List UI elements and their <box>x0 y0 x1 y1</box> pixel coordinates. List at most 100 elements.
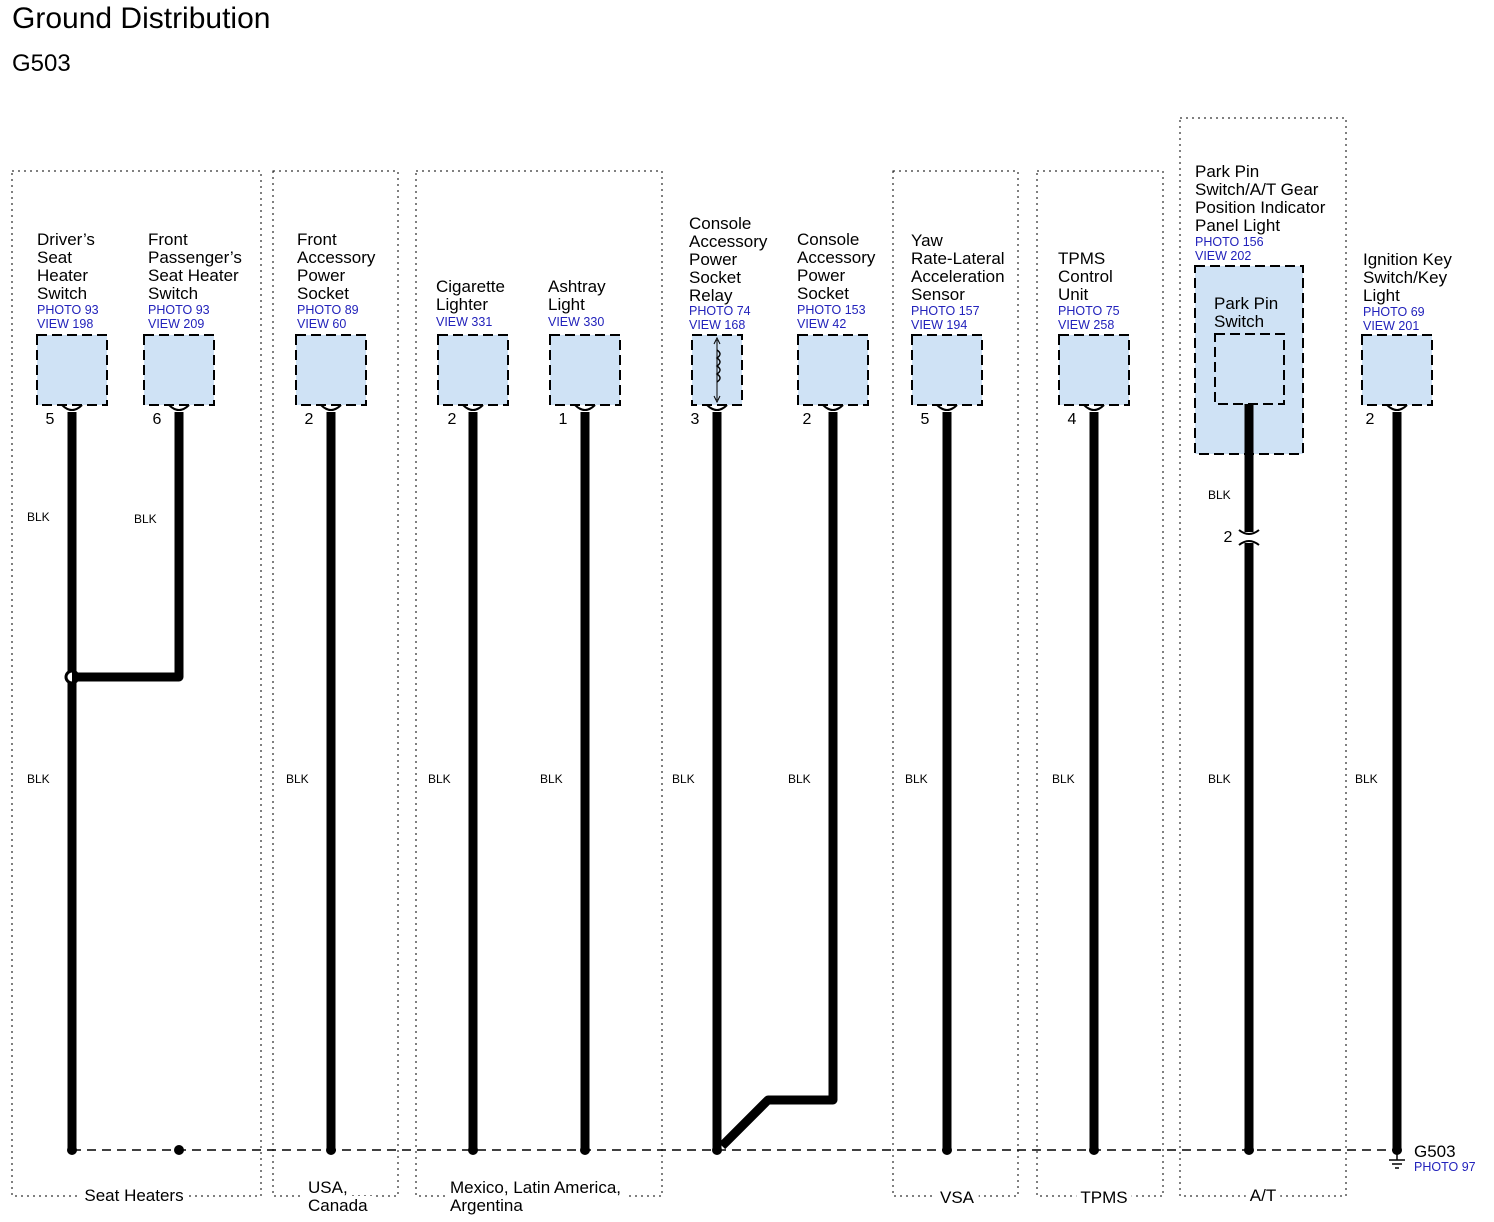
component-name: Unit <box>1058 285 1089 304</box>
connector-box <box>1214 333 1285 405</box>
component-ref: VIEW 330 <box>548 315 604 329</box>
group-label: Mexico, Latin America, <box>450 1178 621 1197</box>
component-name: Light <box>1363 286 1400 305</box>
ground-junction-dot <box>174 1145 184 1155</box>
ground-junction-dot <box>712 1145 722 1155</box>
component-ref: PHOTO 156 <box>1195 235 1264 249</box>
group-label-bg <box>80 1186 188 1205</box>
component-ref: VIEW 42 <box>797 317 846 331</box>
group-label: USA, <box>308 1178 348 1197</box>
component-name: Sensor <box>911 285 965 304</box>
terminal-hook-icon <box>1083 404 1105 411</box>
component-ref: VIEW 202 <box>1195 249 1251 263</box>
wire <box>72 412 184 682</box>
component-ref: PHOTO 93 <box>148 303 210 317</box>
component-ref: VIEW 198 <box>37 317 93 331</box>
component-ref: PHOTO 93 <box>37 303 99 317</box>
relay-coil-icon <box>715 349 721 383</box>
group-label: TPMS <box>1080 1188 1127 1207</box>
wire-color-label: BLK <box>428 772 451 786</box>
inline-connector-icon <box>1238 529 1260 535</box>
ground-ref: PHOTO 97 <box>1414 1160 1476 1174</box>
component-name: Socket <box>297 284 349 303</box>
component-name: Light <box>548 295 585 314</box>
wire <box>718 412 838 1150</box>
component-ref: PHOTO 89 <box>297 303 359 317</box>
component-ref: VIEW 168 <box>689 318 745 332</box>
connector-box <box>295 334 367 406</box>
group-label-bg <box>935 1188 979 1207</box>
ground-name: G503 <box>1414 1142 1456 1161</box>
page-subtitle: G503 <box>12 50 71 77</box>
connector-box <box>143 334 215 406</box>
component-ref: VIEW 201 <box>1363 319 1419 333</box>
pin-number: 2 <box>305 411 314 428</box>
component-name: Switch <box>148 284 198 303</box>
wire-color-label: BLK <box>134 512 157 526</box>
group-label: Argentina <box>450 1196 523 1215</box>
component-name: Panel Light <box>1195 216 1280 235</box>
wire-color-label: BLK <box>286 772 309 786</box>
component-ref: VIEW 60 <box>297 317 346 331</box>
wire-color-label: BLK <box>540 772 563 786</box>
component-name: Control <box>1058 267 1113 286</box>
ground-junction-dot <box>67 1145 77 1155</box>
arrow-down-icon <box>713 395 721 404</box>
ground-junction-dot <box>468 1145 478 1155</box>
terminal-hook-icon <box>1386 404 1408 411</box>
component-ref: PHOTO 157 <box>911 304 980 318</box>
component-name: Driver’s <box>37 230 95 249</box>
group-label-bg <box>1076 1188 1132 1207</box>
pin-number: 3 <box>691 411 700 428</box>
component-ref: PHOTO 75 <box>1058 304 1120 318</box>
component-name: Heater <box>37 266 88 285</box>
terminal-hook-icon <box>320 404 342 411</box>
group-label: Canada <box>308 1196 368 1215</box>
wire-color-label: BLK <box>905 772 928 786</box>
component-name: Park Pin <box>1195 162 1259 181</box>
component-name: Switch/A/T Gear <box>1195 180 1319 199</box>
component-name: Console <box>797 230 859 249</box>
connector-box <box>549 334 621 406</box>
pin-number: 6 <box>153 411 162 428</box>
component-name: Power <box>297 266 346 285</box>
component-name: Switch/Key <box>1363 268 1448 287</box>
component-ref: VIEW 209 <box>148 317 204 331</box>
component-name: Accessory <box>797 248 876 267</box>
ground-junction-dot <box>942 1145 952 1155</box>
component-name: Yaw <box>911 231 944 250</box>
wire-color-label: BLK <box>27 510 50 524</box>
connector-box <box>911 334 983 406</box>
group-label-bg <box>446 1196 528 1215</box>
component-name: Front <box>148 230 188 249</box>
group-label-bg <box>446 1178 626 1197</box>
component-name: Passenger’s <box>148 248 242 267</box>
terminal-hook-icon <box>822 404 844 411</box>
component-name: Cigarette <box>436 277 505 296</box>
page-title: Ground Distribution <box>12 2 271 35</box>
pin-number: 5 <box>921 411 930 428</box>
pin-number: 5 <box>46 411 55 428</box>
wire-color-label: BLK <box>1355 772 1378 786</box>
terminal-hook-icon <box>462 404 484 411</box>
pin-number: 4 <box>1068 411 1077 428</box>
pin-number: 2 <box>1224 529 1233 546</box>
component-name: Relay <box>689 286 733 305</box>
component-ref: PHOTO 153 <box>797 303 866 317</box>
wire-color-label: BLK <box>672 772 695 786</box>
component-name: Socket <box>689 268 741 287</box>
component-name: Accessory <box>297 248 376 267</box>
ground-junction-dot <box>1244 1145 1254 1155</box>
terminal-hook-icon <box>706 404 728 411</box>
terminal-hook-icon <box>936 404 958 411</box>
component-inner-name: Park Pin <box>1214 294 1278 313</box>
connector-box <box>437 334 509 406</box>
terminal-hook-icon <box>574 404 596 411</box>
component-ref: VIEW 194 <box>911 318 967 332</box>
component-name: Socket <box>797 284 849 303</box>
component-ref: PHOTO 74 <box>689 304 751 318</box>
component-name: Rate-Lateral <box>911 249 1005 268</box>
connector-box <box>1058 334 1130 406</box>
connector-box <box>36 334 108 406</box>
component-ref: VIEW 331 <box>436 315 492 329</box>
